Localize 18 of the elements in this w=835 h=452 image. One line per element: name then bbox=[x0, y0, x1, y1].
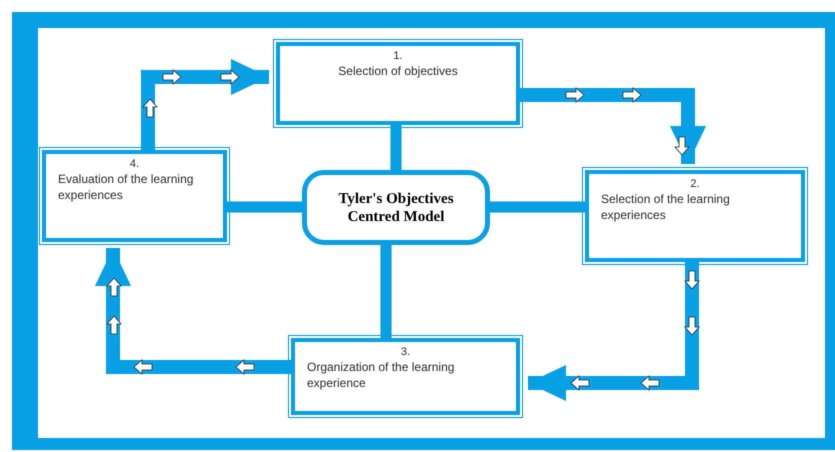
step-label: Selection of the learning experiences bbox=[601, 191, 731, 223]
stage-box bbox=[276, 42, 520, 125]
central-rounded-box bbox=[302, 170, 490, 245]
step-number: 4. bbox=[128, 158, 140, 171]
stage-box bbox=[42, 150, 227, 242]
step-label: Organization of the learning experience bbox=[307, 359, 456, 391]
step-label: Selection of objectives bbox=[337, 63, 459, 79]
step-number: 1. bbox=[392, 50, 404, 63]
stage-box bbox=[291, 338, 520, 415]
flow-arrow bbox=[141, 59, 269, 150]
flow-arrow bbox=[528, 262, 699, 401]
stage-box bbox=[585, 170, 805, 262]
flow-arrow bbox=[95, 248, 291, 374]
step-number: 2. bbox=[689, 178, 701, 191]
flow-arrow bbox=[520, 88, 706, 164]
step-label: Evaluation of the learning experiences bbox=[58, 171, 194, 203]
model-title: Tyler's Objectives Centred Model bbox=[337, 190, 455, 226]
step-number: 3. bbox=[400, 346, 412, 359]
